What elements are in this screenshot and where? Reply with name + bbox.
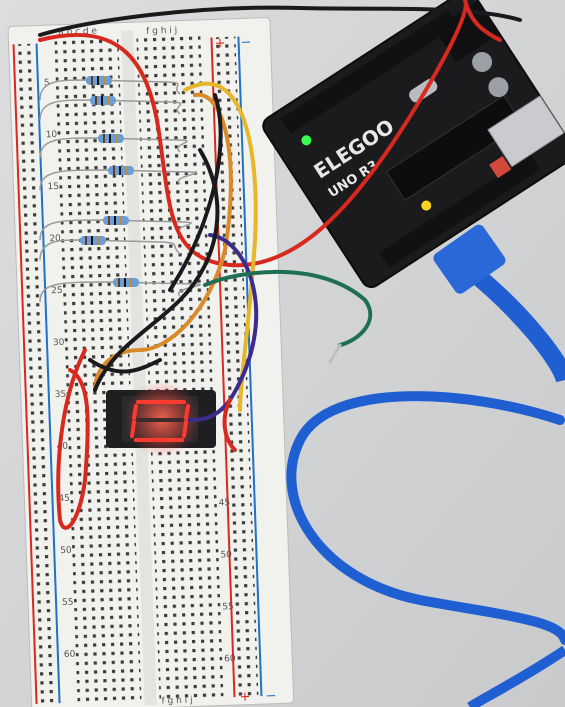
wire-black-low bbox=[88, 358, 162, 374]
row-number-10: 10 bbox=[46, 130, 58, 140]
right-plus-stripe bbox=[210, 37, 236, 698]
resistor bbox=[39, 166, 197, 191]
usb-jack bbox=[487, 95, 565, 168]
status-led bbox=[421, 200, 432, 211]
row-number-right-45: 45 bbox=[219, 498, 231, 508]
right-minus-stripe bbox=[237, 36, 263, 697]
rail-plus-label: + bbox=[214, 36, 225, 51]
row-number-5: 5 bbox=[44, 78, 50, 88]
wire-black-top bbox=[38, 5, 522, 37]
wire-red-long bbox=[38, 0, 468, 268]
row-number-15: 15 bbox=[47, 182, 59, 192]
row-number-50: 50 bbox=[60, 546, 72, 556]
resistor bbox=[39, 96, 182, 121]
resistor bbox=[39, 278, 201, 303]
wires bbox=[38, 0, 522, 530]
wire-green-tip bbox=[328, 343, 342, 364]
wire-red-loop bbox=[56, 348, 90, 530]
row-number-30: 30 bbox=[53, 338, 65, 348]
rail-plus-label-bottom: + bbox=[239, 690, 250, 705]
column-letters-top-right: f g h i j bbox=[146, 26, 177, 37]
reset-button[interactable] bbox=[489, 155, 512, 179]
terminal-strip-right bbox=[136, 33, 224, 700]
row-number-55: 55 bbox=[62, 598, 74, 608]
power-led bbox=[301, 135, 312, 146]
resistor bbox=[39, 134, 188, 159]
column-letters-bottom: f g h i j bbox=[161, 696, 192, 707]
wire-green bbox=[203, 269, 373, 347]
segment-f bbox=[132, 404, 138, 420]
row-number-25: 25 bbox=[51, 286, 63, 296]
segment-b bbox=[184, 404, 190, 420]
wire-black-mid bbox=[93, 148, 220, 392]
row-number-right-60: 60 bbox=[224, 654, 236, 664]
wire-yellow bbox=[183, 81, 258, 412]
segment-c bbox=[182, 420, 188, 438]
rail-minus-label-bottom: − bbox=[265, 689, 276, 704]
resistor bbox=[39, 76, 181, 101]
microcontroller-chip bbox=[385, 94, 524, 201]
row-number-60: 60 bbox=[64, 650, 76, 660]
column-letters-top: a b c d e bbox=[58, 26, 98, 37]
terminal-strip-left bbox=[54, 36, 142, 703]
analog-header bbox=[379, 154, 541, 268]
wire-red-rail bbox=[463, 0, 502, 42]
row-numbers-right: 45 50 55 60 bbox=[219, 498, 237, 664]
capacitor-2 bbox=[488, 77, 509, 98]
wire-purple bbox=[188, 233, 259, 422]
wire-red-short bbox=[222, 398, 237, 452]
row-number-40: 40 bbox=[56, 442, 68, 452]
arduino-board: ELEGOO UNO R3 bbox=[262, 0, 565, 289]
row-number-right-55: 55 bbox=[222, 602, 234, 612]
row-numbers: 5 10 15 20 25 30 35 40 45 50 55 60 bbox=[44, 78, 76, 660]
resistor-group bbox=[39, 76, 201, 303]
resistor bbox=[39, 216, 193, 241]
row-number-45: 45 bbox=[58, 494, 70, 504]
row-number-35: 35 bbox=[55, 390, 67, 400]
left-power-rail bbox=[14, 43, 58, 704]
rail-minus-label: − bbox=[240, 35, 251, 50]
right-power-rail bbox=[213, 36, 259, 698]
left-plus-stripe bbox=[12, 44, 38, 705]
resistor bbox=[39, 236, 181, 261]
usb-cable bbox=[286, 224, 565, 707]
digital-header bbox=[280, 9, 459, 135]
wire-black-upper bbox=[168, 93, 223, 292]
capacitor-1 bbox=[472, 51, 493, 72]
seven-segment-display bbox=[106, 381, 216, 457]
row-number-20: 20 bbox=[49, 234, 61, 244]
row-number-right-50: 50 bbox=[220, 550, 232, 560]
segment-e bbox=[130, 420, 136, 438]
